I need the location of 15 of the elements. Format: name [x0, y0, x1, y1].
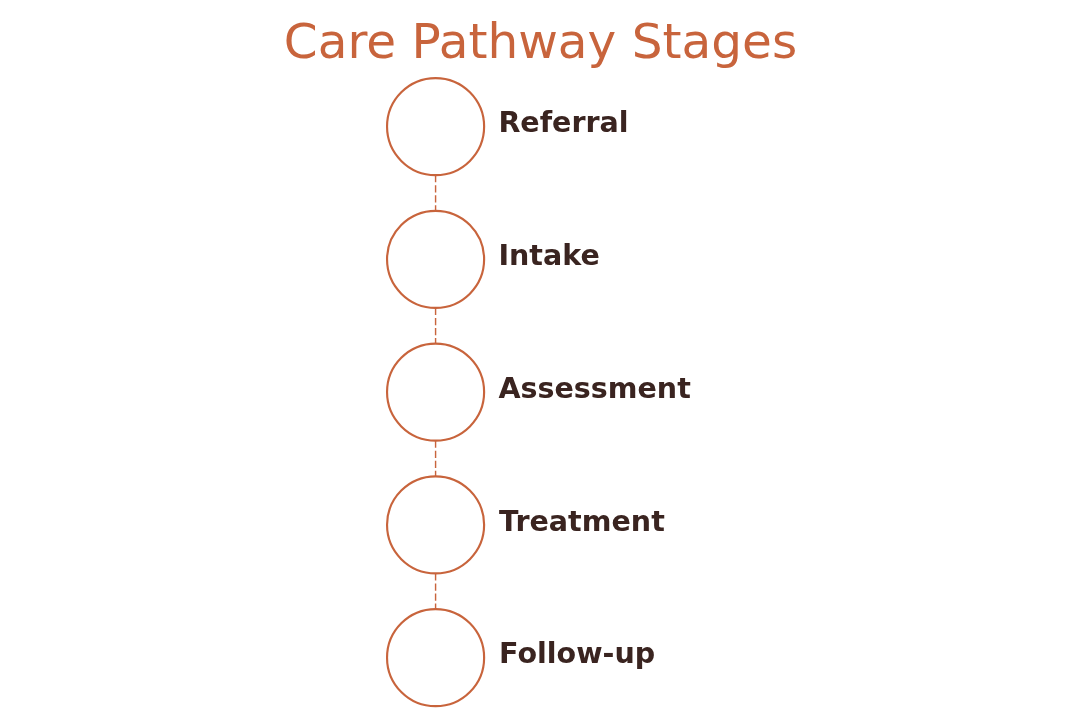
connector [434, 307, 436, 344]
node-circle [385, 475, 485, 575]
node-circle [385, 342, 485, 442]
node-label: Follow-up [498, 637, 655, 671]
node-circle [385, 209, 485, 309]
node-label: Assessment [497, 371, 691, 405]
node-circle [385, 608, 485, 708]
node-label: Intake [497, 239, 600, 273]
node-label: Referral [497, 106, 629, 140]
node-label: Treatment [498, 504, 665, 538]
node-circle [385, 77, 485, 177]
connector [434, 174, 436, 212]
connector [434, 440, 436, 477]
diagram-title: Care Pathway Stages [283, 13, 797, 70]
connector [434, 572, 436, 610]
